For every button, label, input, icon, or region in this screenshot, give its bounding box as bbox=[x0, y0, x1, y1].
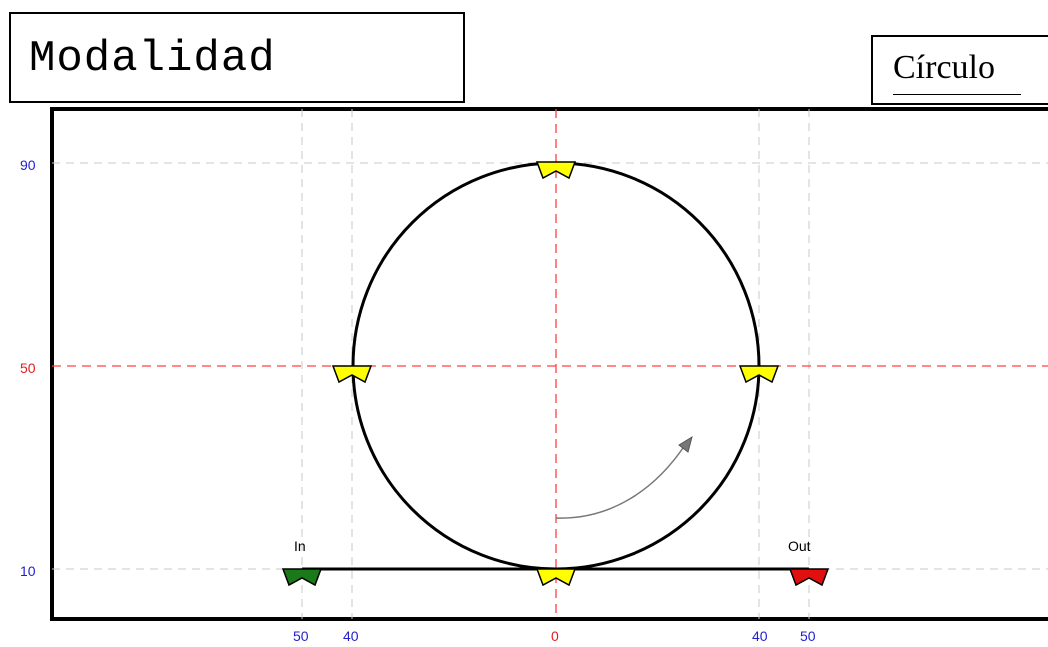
node-top bbox=[535, 161, 577, 180]
y-tick-50: 50 bbox=[20, 360, 36, 376]
node-left bbox=[331, 365, 373, 384]
x-tick-40-right: 40 bbox=[752, 628, 768, 644]
direction-arrowhead bbox=[678, 435, 693, 453]
y-tick-10: 10 bbox=[20, 563, 36, 579]
direction-arrow bbox=[555, 444, 686, 519]
x-tick-40-left: 40 bbox=[343, 628, 359, 644]
node-bottom bbox=[535, 568, 577, 587]
shape-label: Círculo bbox=[893, 49, 995, 86]
center-axes bbox=[52, 109, 1048, 619]
title-box: Modalidad bbox=[9, 12, 465, 103]
in-marker bbox=[281, 568, 323, 587]
x-tick-50-right: 50 bbox=[800, 628, 816, 644]
shape-label-underline bbox=[893, 94, 1021, 95]
in-label: In bbox=[294, 538, 306, 554]
out-marker bbox=[788, 568, 830, 587]
x-tick-0: 0 bbox=[551, 628, 559, 644]
plot-frame bbox=[50, 107, 1048, 621]
node-right bbox=[738, 365, 780, 384]
page-title: Modalidad bbox=[29, 34, 276, 84]
y-tick-90: 90 bbox=[20, 157, 36, 173]
x-tick-50-left: 50 bbox=[293, 628, 309, 644]
out-label: Out bbox=[788, 538, 811, 554]
shape-label-box: Círculo bbox=[871, 35, 1048, 105]
